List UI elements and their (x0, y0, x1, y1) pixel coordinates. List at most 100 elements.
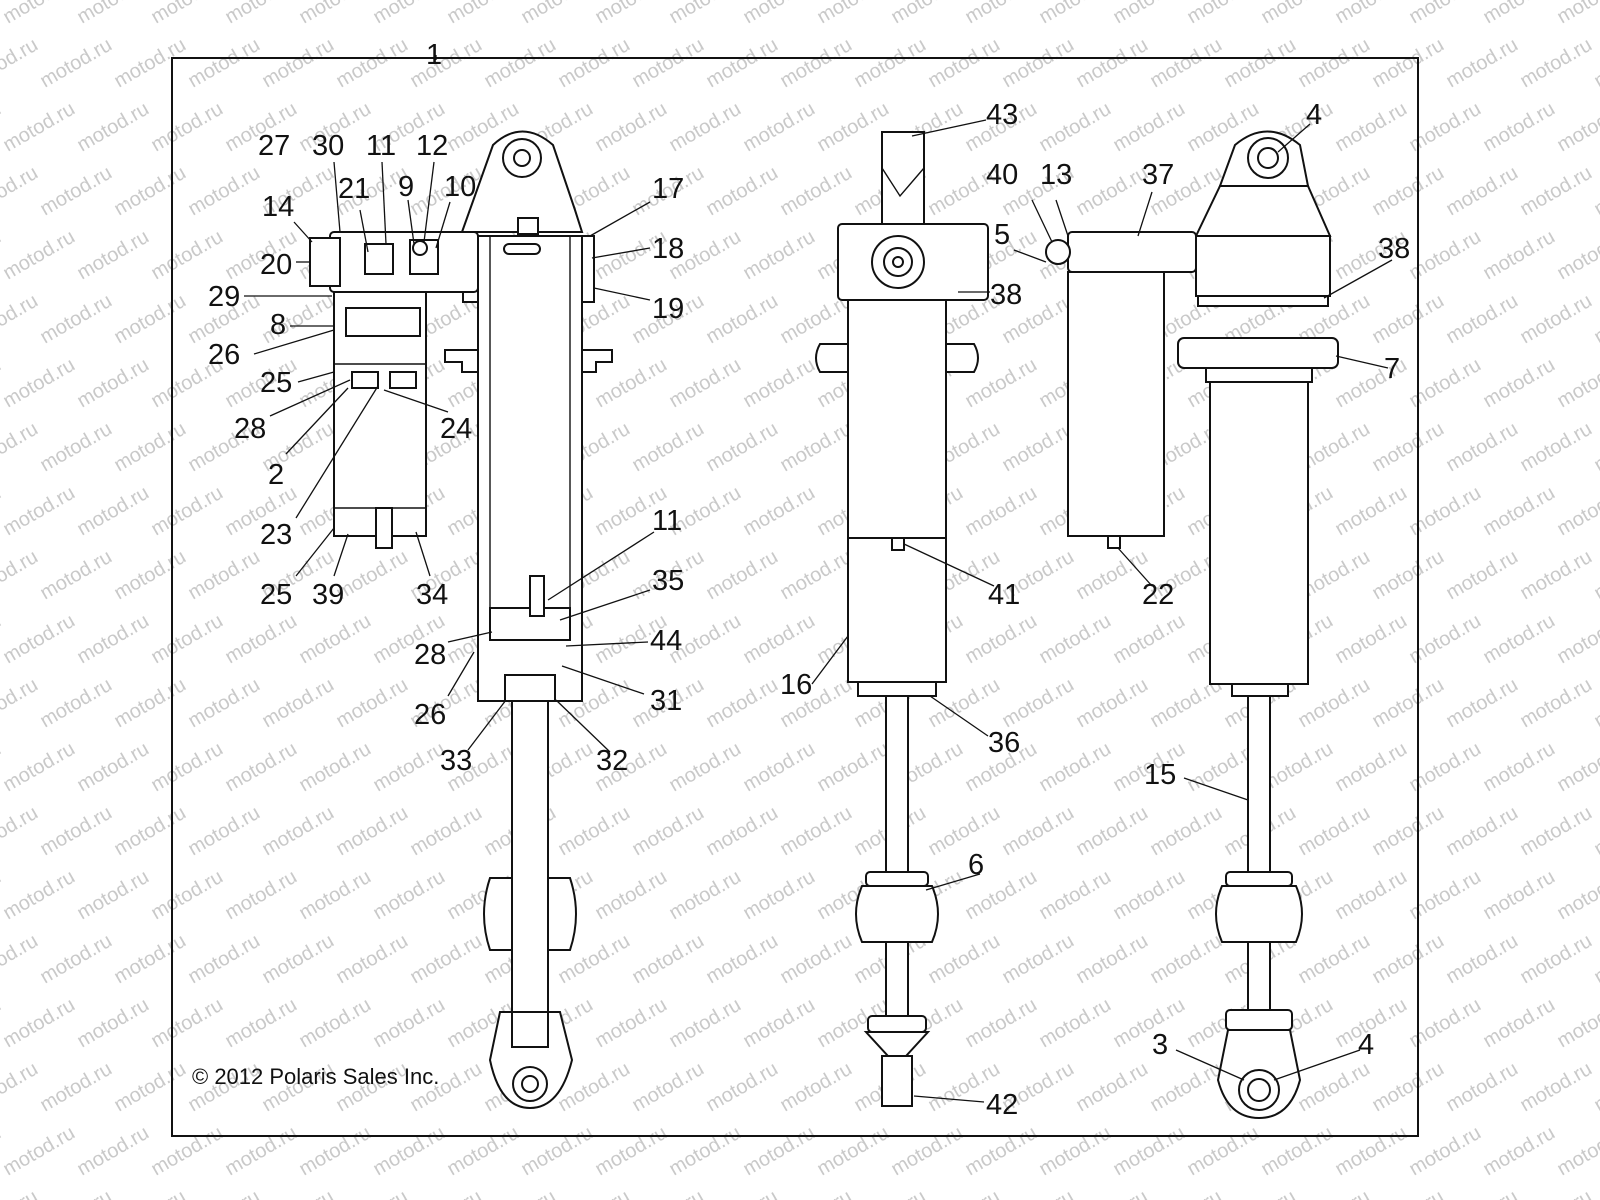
watermark-text: motod.ru (295, 738, 374, 797)
watermark-text: motod.ru (554, 34, 633, 93)
watermark-text: motod.ru (961, 994, 1040, 1053)
watermark-text: motod.ru (73, 98, 152, 157)
watermark-text: motod.ru (1553, 482, 1600, 541)
watermark-text: motod.ru (0, 1058, 42, 1117)
watermark-text: motod.ru (554, 1186, 633, 1200)
watermark-text: motod.ru (1331, 610, 1410, 669)
callout-32: 32 (596, 745, 628, 777)
watermark-text: motod.ru (184, 1186, 263, 1200)
watermark-text: motod.ru (221, 738, 300, 797)
watermark-text: motod.ru (1331, 98, 1410, 157)
watermark-text: motod.ru (665, 354, 744, 413)
watermark-text: motod.ru (221, 0, 300, 28)
watermark-text: motod.ru (147, 0, 226, 28)
watermark-text: motod.ru (1590, 162, 1600, 221)
watermark-text: motod.ru (258, 802, 337, 861)
watermark-text: motod.ru (1035, 0, 1114, 28)
watermark-text: motod.ru (739, 226, 818, 285)
watermark-text: motod.ru (110, 162, 189, 221)
watermark-text: motod.ru (0, 354, 79, 413)
watermark-text: motod.ru (480, 1186, 559, 1200)
watermark-text: motod.ru (147, 866, 226, 925)
callout-38b: 38 (1378, 233, 1410, 265)
watermark-text: motod.ru (110, 290, 189, 349)
watermark-text: motod.ru (295, 0, 374, 28)
watermark-text: motod.ru (1368, 34, 1447, 93)
watermark-text: motod.ru (1368, 546, 1447, 605)
watermark-text: motod.ru (110, 1186, 189, 1200)
watermark-text: motod.ru (221, 866, 300, 925)
watermark-text: motod.ru (1516, 34, 1595, 93)
watermark-text: motod.ru (1035, 610, 1114, 669)
callout-26: 26 (208, 339, 240, 371)
watermark-text: motod.ru (1516, 1058, 1595, 1117)
watermark-text: motod.ru (1479, 738, 1558, 797)
watermark-text: motod.ru (0, 866, 5, 925)
watermark-text: motod.ru (665, 866, 744, 925)
watermark-text: motod.ru (665, 98, 744, 157)
watermark-text: motod.ru (1109, 610, 1188, 669)
callout-38: 38 (990, 279, 1022, 311)
watermark-text: motod.ru (1553, 226, 1600, 285)
callout-27: 27 (258, 130, 290, 162)
watermark-text: motod.ru (998, 930, 1077, 989)
watermark-text: motod.ru (369, 1122, 448, 1181)
watermark-text: motod.ru (1590, 930, 1600, 989)
watermark-text: motod.ru (1479, 98, 1558, 157)
callout-37: 37 (1142, 159, 1174, 191)
watermark-text: motod.ru (591, 866, 670, 925)
watermark-text: motod.ru (184, 546, 263, 605)
watermark-text: motod.ru (1146, 802, 1225, 861)
watermark-text: motod.ru (1553, 866, 1600, 925)
watermark-text: motod.ru (1331, 738, 1410, 797)
watermark-text: motod.ru (739, 866, 818, 925)
watermark-text: motod.ru (0, 1122, 5, 1181)
watermark-text: motod.ru (1442, 674, 1521, 733)
callout-13: 13 (1040, 159, 1072, 191)
watermark-text: motod.ru (1516, 546, 1595, 605)
callout-25: 25 (260, 367, 292, 399)
watermark-text: motod.ru (406, 34, 485, 93)
watermark-text: motod.ru (73, 994, 152, 1053)
watermark-text: motod.ru (1479, 226, 1558, 285)
watermark-text: motod.ru (1072, 674, 1151, 733)
watermark-text: motod.ru (1553, 994, 1600, 1053)
callout-16: 16 (780, 669, 812, 701)
watermark-text: motod.ru (332, 546, 411, 605)
copyright-notice: © 2012 Polaris Sales Inc. (192, 1064, 439, 1089)
watermark-text: motod.ru (739, 1122, 818, 1181)
watermark-text: motod.ru (628, 1186, 707, 1200)
callout-6: 6 (968, 849, 984, 881)
watermark-text: motod.ru (1590, 802, 1600, 861)
callout-35: 35 (652, 565, 684, 597)
watermark-text: motod.ru (0, 98, 5, 157)
watermark-text: motod.ru (443, 1122, 522, 1181)
watermark-text: motod.ru (702, 418, 781, 477)
callout-8: 8 (270, 309, 286, 341)
watermark-text: motod.ru (702, 930, 781, 989)
watermark-text: motod.ru (110, 546, 189, 605)
watermark-text: motod.ru (1109, 866, 1188, 925)
watermark-text: motod.ru (702, 1186, 781, 1200)
watermark-text: motod.ru (110, 930, 189, 989)
watermark-text: motod.ru (443, 0, 522, 28)
watermark-text: motod.ru (998, 418, 1077, 477)
watermark-text: motod.ru (1146, 1186, 1225, 1200)
callout-7: 7 (1384, 353, 1400, 385)
watermark-text: motod.ru (739, 98, 818, 157)
watermark-text: motod.ru (776, 34, 855, 93)
watermark-text: motod.ru (1072, 1058, 1151, 1117)
watermark-text: motod.ru (0, 802, 42, 861)
watermark-text: motod.ru (36, 1058, 115, 1117)
watermark-text: motod.ru (0, 290, 42, 349)
watermark-text: motod.ru (517, 1122, 596, 1181)
watermark-text: motod.ru (73, 1122, 152, 1181)
watermark-text: motod.ru (36, 34, 115, 93)
watermark-text: motod.ru (0, 482, 79, 541)
watermark-text: motod.ru (961, 0, 1040, 28)
watermark-text: motod.ru (1368, 162, 1447, 221)
callout-29: 29 (208, 281, 240, 313)
watermark-text: motod.ru (1590, 1058, 1600, 1117)
watermark-text: motod.ru (258, 1186, 337, 1200)
watermark-text: motod.ru (1368, 290, 1447, 349)
